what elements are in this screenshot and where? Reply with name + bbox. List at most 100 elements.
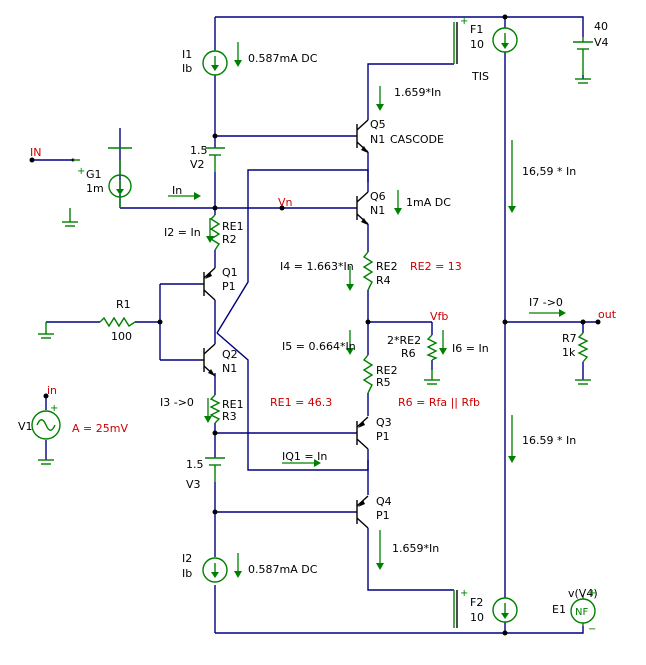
i2-note: 0.587mA DC <box>248 563 318 576</box>
current-i7: I7 ->0 <box>529 296 563 309</box>
i2-value: Ib <box>182 567 192 580</box>
q3-model: P1 <box>376 430 390 443</box>
current-in: In <box>172 184 182 197</box>
current-upper-tis: 16,59 * In <box>522 165 576 178</box>
v4-value: 40 <box>594 20 608 33</box>
equation-r6: R6 = Rfa || Rfb <box>398 396 480 409</box>
current-iq1: IQ1 = In <box>282 450 327 463</box>
r2-value: RE1 <box>222 220 244 233</box>
resistors <box>99 214 589 424</box>
g1-name: G1 <box>86 168 102 181</box>
equation-re2: RE2 = 13 <box>410 260 462 273</box>
r3-value: RE1 <box>222 398 244 411</box>
q5-name: Q5 <box>370 118 386 131</box>
svg-text:+: + <box>588 588 596 599</box>
current-i3: I3 ->0 <box>160 396 194 409</box>
r4-name: R4 <box>376 274 391 287</box>
r6-value: 2*RE2 <box>387 334 421 347</box>
transistor-q2 <box>200 333 216 377</box>
transistor-q6 <box>355 182 369 226</box>
sine-source-v1 <box>31 410 61 465</box>
q1-model: P1 <box>222 280 236 293</box>
ground-r6 <box>424 370 440 385</box>
current-source-f2 <box>453 590 518 628</box>
e1-name: E1 <box>552 603 566 616</box>
i1-value: Ib <box>182 62 192 75</box>
current-i6: I6 = In <box>452 342 489 355</box>
net-out: out <box>598 308 617 321</box>
r5-value: RE2 <box>376 364 398 377</box>
q4-name: Q4 <box>376 495 392 508</box>
current-source-f1 <box>453 22 518 64</box>
battery-v2 <box>205 147 225 172</box>
current-q4: 1.659*In <box>392 542 439 555</box>
svg-text:+: + <box>460 16 468 27</box>
q2-model: N1 <box>222 362 237 375</box>
f1-name: F1 <box>470 23 483 36</box>
v2-name: V2 <box>190 158 205 171</box>
transistor-q3 <box>355 416 369 452</box>
i1-name: I1 <box>182 48 192 61</box>
g1-value: 1m <box>86 182 104 195</box>
vcvs-e1 <box>570 595 596 626</box>
svg-text:+: + <box>460 588 468 599</box>
ground-r1 <box>38 322 54 339</box>
transistor-q4 <box>355 495 369 532</box>
net-in-top: IN <box>30 146 41 159</box>
current-i2: I2 = In <box>164 226 201 239</box>
i2-name: I2 <box>182 552 192 565</box>
transistor-q5 <box>355 118 369 155</box>
f1-value: 10 <box>470 38 484 51</box>
svg-text:+: + <box>50 403 58 414</box>
r6-name: R6 <box>401 347 416 360</box>
junctions <box>29 14 601 636</box>
q6-model: N1 <box>370 204 385 217</box>
r7-value: 1k <box>562 346 576 359</box>
r1-value: 100 <box>111 330 132 343</box>
r3-name: R3 <box>222 410 237 423</box>
v1-name: V1 <box>18 420 33 433</box>
v3-value: 1.5 <box>186 458 204 471</box>
svg-text:−: − <box>588 624 596 635</box>
q3-name: Q3 <box>376 416 392 429</box>
r7-name: R7 <box>562 332 577 345</box>
v4-name: V4 <box>594 36 609 49</box>
current-source-i1 <box>202 50 228 76</box>
transistor-q1 <box>200 267 216 333</box>
r5-name: R5 <box>376 376 391 389</box>
ground-r7 <box>575 379 591 385</box>
v1-note: A = 25mV <box>72 422 128 435</box>
e1-value: v(V4) <box>568 587 598 600</box>
current-lower-tis: 16.59 * In <box>522 434 576 447</box>
current-q5: 1.659*In <box>394 86 441 99</box>
current-arrows <box>168 42 566 578</box>
r2-name: R2 <box>222 233 237 246</box>
q5-model: N1 <box>370 133 385 146</box>
q4-model: P1 <box>376 509 390 522</box>
svg-text:+: + <box>77 166 85 177</box>
current-i4: I4 = 1.663*In <box>280 260 354 273</box>
v2-value: 1.5 <box>190 144 208 157</box>
battery-v3 <box>205 457 225 482</box>
wires <box>32 16 598 634</box>
q1-name: Q1 <box>222 266 238 279</box>
labels: TIS I1 Ib 0.587mA DC I2 Ib 0.587mA DC 1.… <box>18 16 617 635</box>
v3-name: V3 <box>186 478 201 491</box>
tis-label: TIS <box>471 70 489 83</box>
f2-value: 10 <box>470 611 484 624</box>
q2-name: Q2 <box>222 348 238 361</box>
q6-name: Q6 <box>370 190 386 203</box>
net-in-src: in <box>47 384 57 397</box>
battery-v4 <box>573 37 593 84</box>
equation-re1: RE1 = 46.3 <box>270 396 332 409</box>
current-source-g1 <box>62 147 132 227</box>
net-vfb: Vfb <box>430 310 448 323</box>
q6-note: 1mA DC <box>406 196 451 209</box>
r4-value: RE2 <box>376 260 398 273</box>
f2-name: F2 <box>470 596 483 609</box>
current-i5: I5 = 0.664*In <box>282 340 356 353</box>
r1-name: R1 <box>116 298 131 311</box>
current-source-i2 <box>202 557 228 583</box>
q5-note: CASCODE <box>390 133 444 146</box>
